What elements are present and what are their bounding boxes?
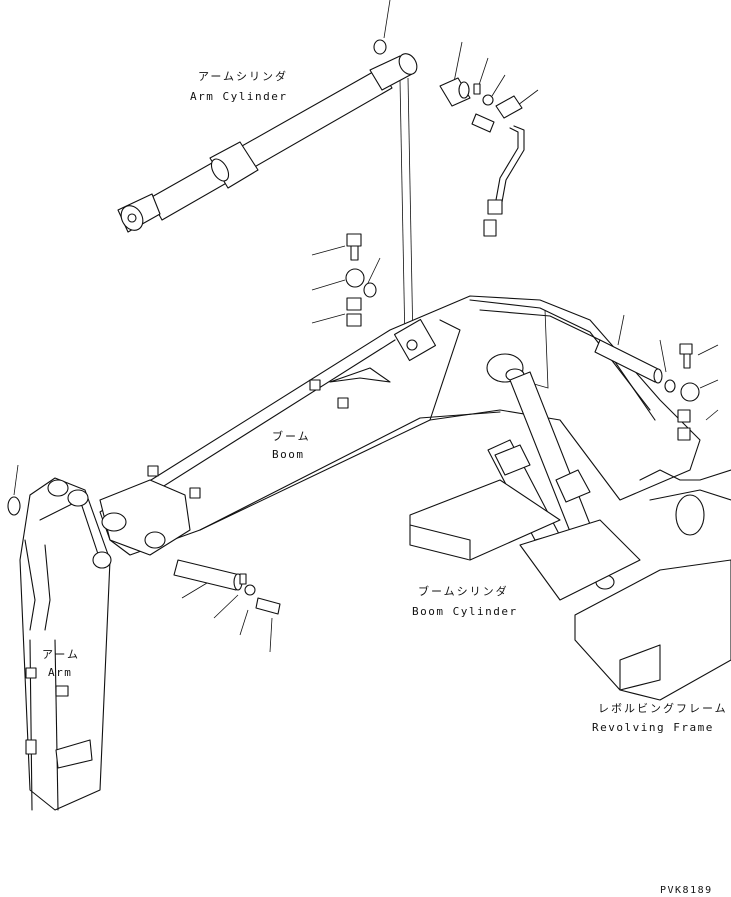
boom-label-jp: ブーム: [272, 430, 311, 443]
arm: [19, 477, 112, 811]
arm-cylinder-label-en: Arm Cylinder: [190, 90, 288, 103]
arm-pin: [7, 496, 281, 615]
boom-cylinder-label-jp: ブームシリンダ: [418, 585, 509, 598]
arm-label-en: Arm: [48, 666, 73, 679]
revolving-frame: [409, 469, 731, 701]
arm-cylinder-label-jp: アームシリンダ: [198, 70, 289, 83]
revolving-frame-label-jp: レボルビングフレーム: [598, 702, 728, 715]
pin-right: [594, 339, 700, 441]
boom-clips: [147, 367, 391, 499]
boom-cylinder-label-en: Boom Cylinder: [412, 605, 518, 618]
hose-fittings: [439, 77, 525, 237]
drawing-code: PVK8189: [660, 885, 713, 896]
leader-lines: [13, 0, 719, 653]
revolving-frame-label-en: Revolving Frame: [592, 721, 714, 734]
arm-cylinder: [117, 53, 418, 233]
fasteners-left: [345, 233, 377, 327]
boom-label-en: Boom: [272, 448, 305, 461]
arm-label-jp: アーム: [42, 648, 81, 661]
boom: [99, 295, 701, 556]
